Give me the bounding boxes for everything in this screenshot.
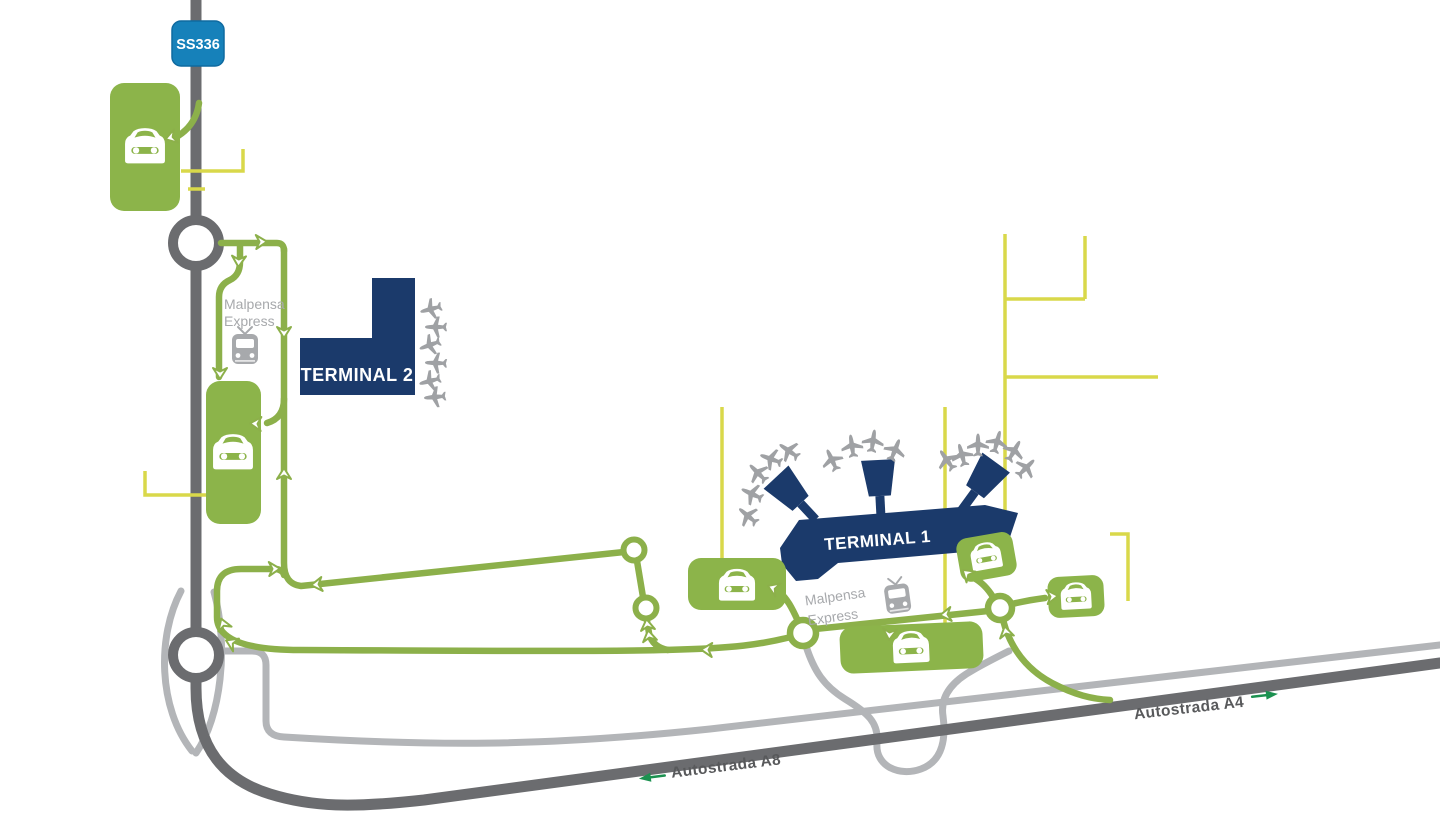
airplane-icon xyxy=(732,500,764,532)
ss336-badge: SS336 xyxy=(171,20,225,67)
secondary-road-south xyxy=(216,641,1440,747)
service-line xyxy=(1110,532,1130,601)
malpensa-express-t2: Malpensa Express xyxy=(224,296,285,365)
route-segment xyxy=(1008,594,1049,608)
terminal-2-building xyxy=(300,278,415,395)
route-segment xyxy=(811,607,992,633)
airplane-icon xyxy=(417,296,445,322)
terminal-2-aircraft xyxy=(416,296,448,409)
route-segment xyxy=(217,239,288,255)
airplane-icon xyxy=(423,385,447,409)
rail-station-label: Express xyxy=(224,313,275,329)
terminal1-roundabout-west xyxy=(786,616,820,650)
route-segment xyxy=(263,395,288,427)
route-junction xyxy=(632,594,660,622)
service-lines-yellow xyxy=(143,149,1158,649)
airplane-icon xyxy=(424,352,448,374)
airplane-icon xyxy=(416,368,444,394)
access-routes-green xyxy=(174,99,1114,704)
rail-station-label: Malpensa xyxy=(804,584,867,608)
service-line xyxy=(181,149,245,173)
road-ss336-and-highway xyxy=(190,0,1440,811)
route-segment xyxy=(633,557,647,601)
terminal-2: TERMINAL 2 xyxy=(300,278,448,409)
train-icon xyxy=(231,326,259,365)
roundabout-north xyxy=(168,215,224,271)
rail-station-label: Express xyxy=(807,605,859,628)
rail-station-label: Malpensa xyxy=(224,296,285,312)
train-icon xyxy=(881,575,913,616)
airplane-icon xyxy=(1010,452,1042,484)
airplane-icon xyxy=(839,433,865,459)
route-arrows xyxy=(162,128,1060,658)
terminal-1: TERMINAL 1 xyxy=(732,428,1042,581)
terminal-1-pier-left xyxy=(763,465,819,523)
service-line xyxy=(143,471,208,497)
route-segment xyxy=(280,245,628,590)
airplane-icon xyxy=(931,444,963,476)
parking-areas xyxy=(110,83,1105,674)
airplane-icon xyxy=(416,331,444,359)
terminal-1-building xyxy=(780,505,1018,581)
terminal1-roundabout-east xyxy=(984,592,1016,624)
route-segment xyxy=(174,99,203,140)
ss336-label: SS336 xyxy=(176,37,220,53)
roundabout-south xyxy=(168,627,224,683)
arrow-left-icon xyxy=(638,772,652,782)
terminal1-interchange-loop xyxy=(802,642,1013,776)
route-junction xyxy=(620,536,648,564)
airplane-icon xyxy=(860,428,886,454)
arrow-right-icon xyxy=(1265,690,1278,700)
roundabout-bypass-west xyxy=(161,587,196,755)
airplane-icon xyxy=(425,316,447,338)
terminal-2-label: TERMINAL 2 xyxy=(301,365,414,385)
route-segment xyxy=(999,616,1114,704)
